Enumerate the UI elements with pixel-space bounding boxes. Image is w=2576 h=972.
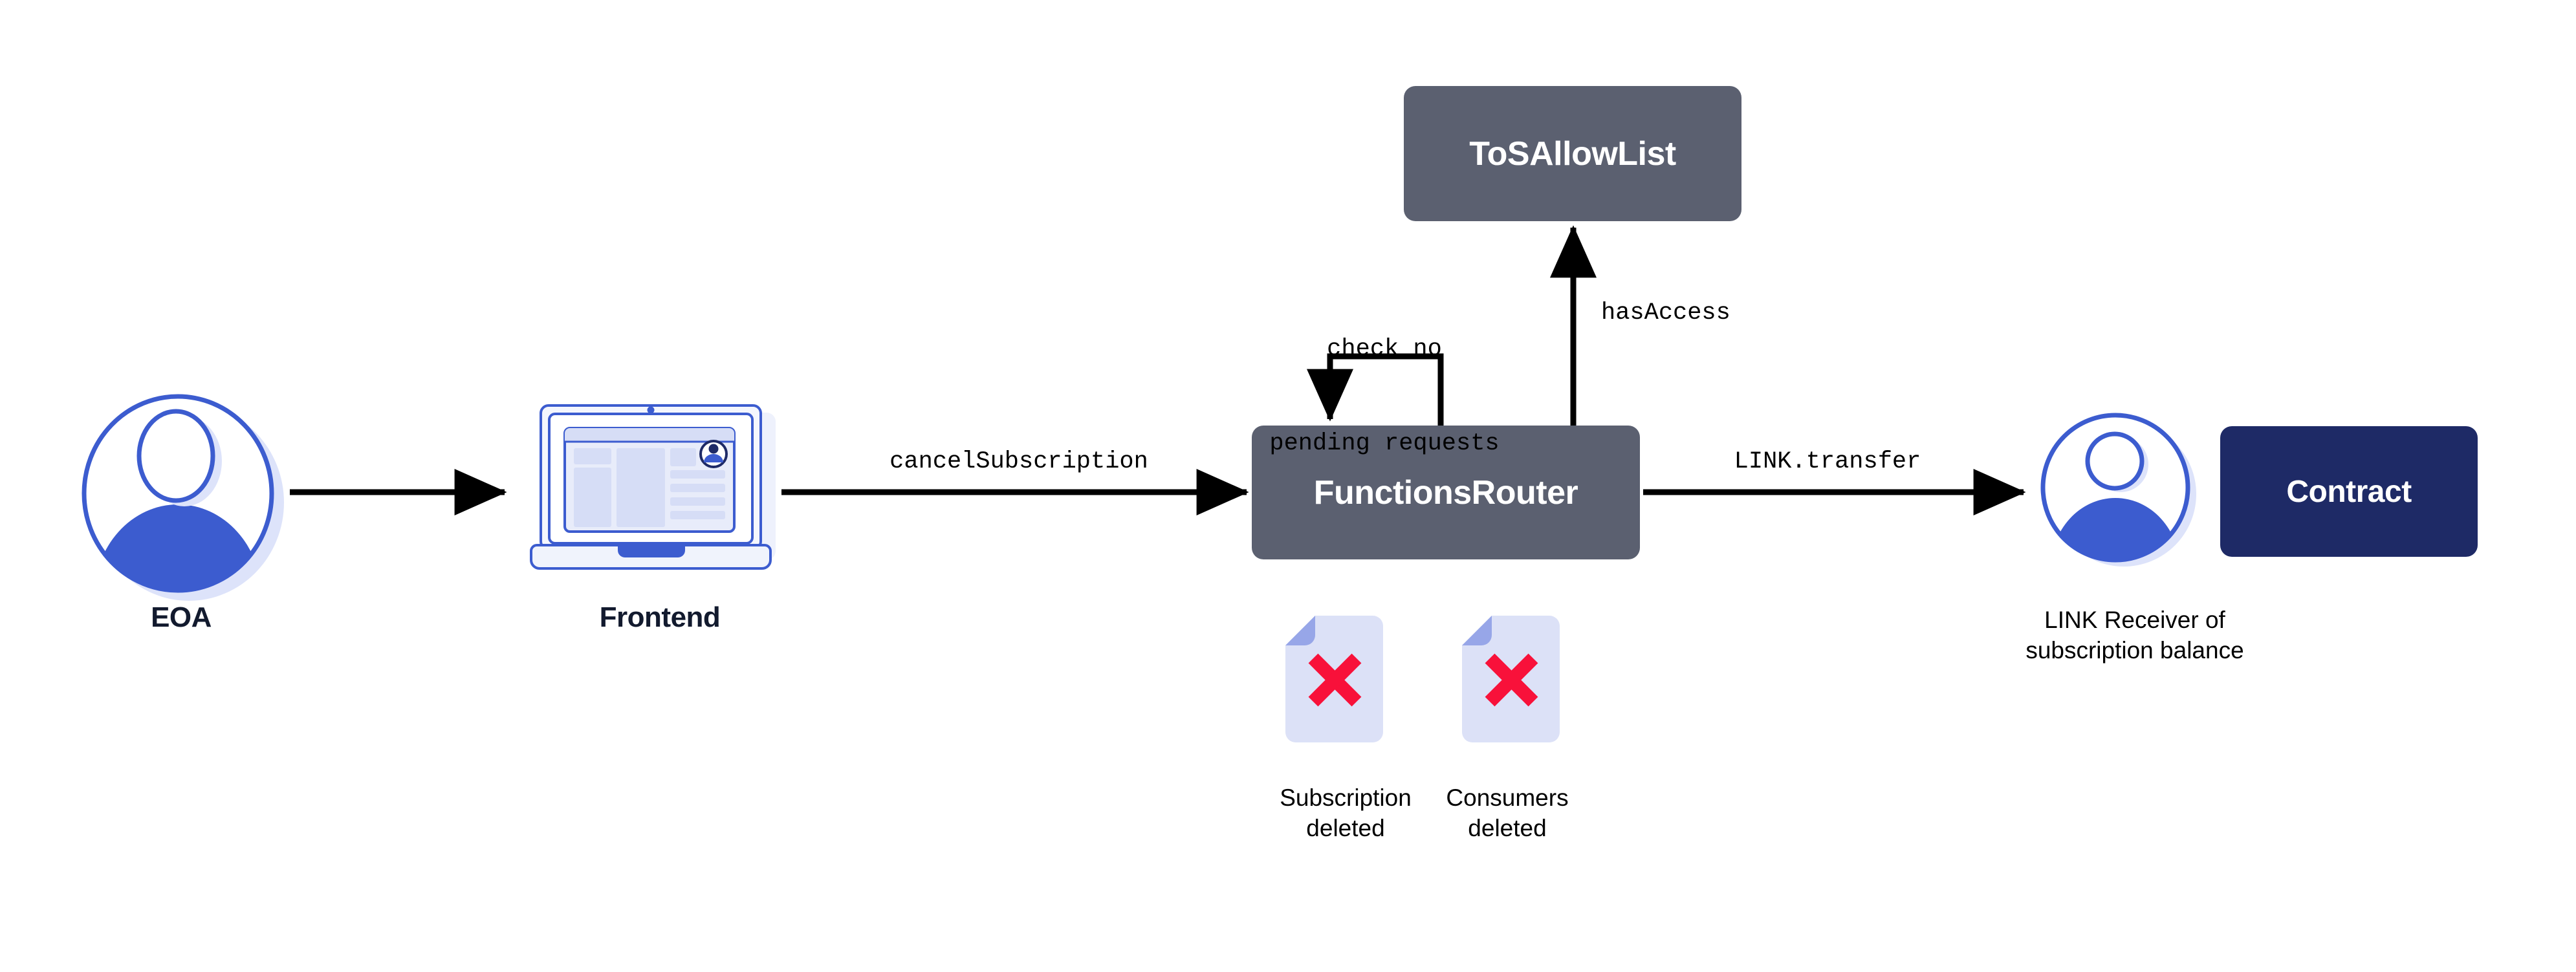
- user-avatar-icon: [2040, 413, 2196, 567]
- node-functionsrouter[interactable]: FunctionsRouter: [1252, 426, 1640, 559]
- red-x-icon: [1485, 653, 1538, 707]
- subscription-deleted-line2: deleted: [1306, 815, 1385, 842]
- subscription-deleted-icon-wrap: [1284, 614, 1384, 744]
- app-user-avatar-icon: [699, 440, 728, 468]
- tosallowlist-label: ToSAllowList: [1469, 135, 1676, 173]
- consumers-deleted-caption: Consumers deleted: [1426, 783, 1588, 844]
- link-receiver-avatar: [2038, 411, 2199, 572]
- edge-label-cancelsubscription: cancelSubscription: [890, 448, 1148, 475]
- functionsrouter-label: FunctionsRouter: [1313, 473, 1578, 512]
- check-no-pending-line1: check no: [1327, 335, 1442, 363]
- laptop-icon: [530, 404, 776, 570]
- document-deleted-icon: [1285, 616, 1383, 742]
- node-contract[interactable]: Contract: [2220, 426, 2478, 557]
- eoa-avatar: [78, 391, 285, 605]
- eoa-label: EOA: [151, 601, 212, 633]
- link-receiver-caption-line1: LINK Receiver of: [2044, 607, 2225, 633]
- consumers-deleted-icon-wrap: [1461, 614, 1561, 744]
- edge-label-check-no-pending-requests: check no pending requests: [1245, 270, 1523, 523]
- link-receiver-caption-line2: subscription balance: [2025, 637, 2244, 664]
- link-receiver-caption: LINK Receiver of subscription balance: [1973, 605, 2297, 666]
- edge-label-hasaccess: hasAccess: [1601, 299, 1730, 327]
- frontend-laptop: [521, 391, 799, 589]
- subscription-deleted-caption: Subscription deleted: [1265, 783, 1426, 844]
- edge-label-link-transfer: LINK.transfer: [1734, 448, 1921, 475]
- node-tosallowlist[interactable]: ToSAllowList: [1404, 86, 1741, 221]
- check-no-pending-line2: pending requests: [1269, 430, 1500, 458]
- red-x-icon: [1308, 653, 1362, 707]
- consumers-deleted-line1: Consumers: [1446, 784, 1569, 811]
- subscription-deleted-line1: Subscription: [1280, 784, 1412, 811]
- document-deleted-icon: [1462, 616, 1560, 742]
- user-avatar-icon: [82, 394, 284, 601]
- consumers-deleted-line2: deleted: [1468, 815, 1547, 842]
- frontend-label: Frontend: [599, 601, 721, 633]
- contract-label: Contract: [2286, 474, 2412, 509]
